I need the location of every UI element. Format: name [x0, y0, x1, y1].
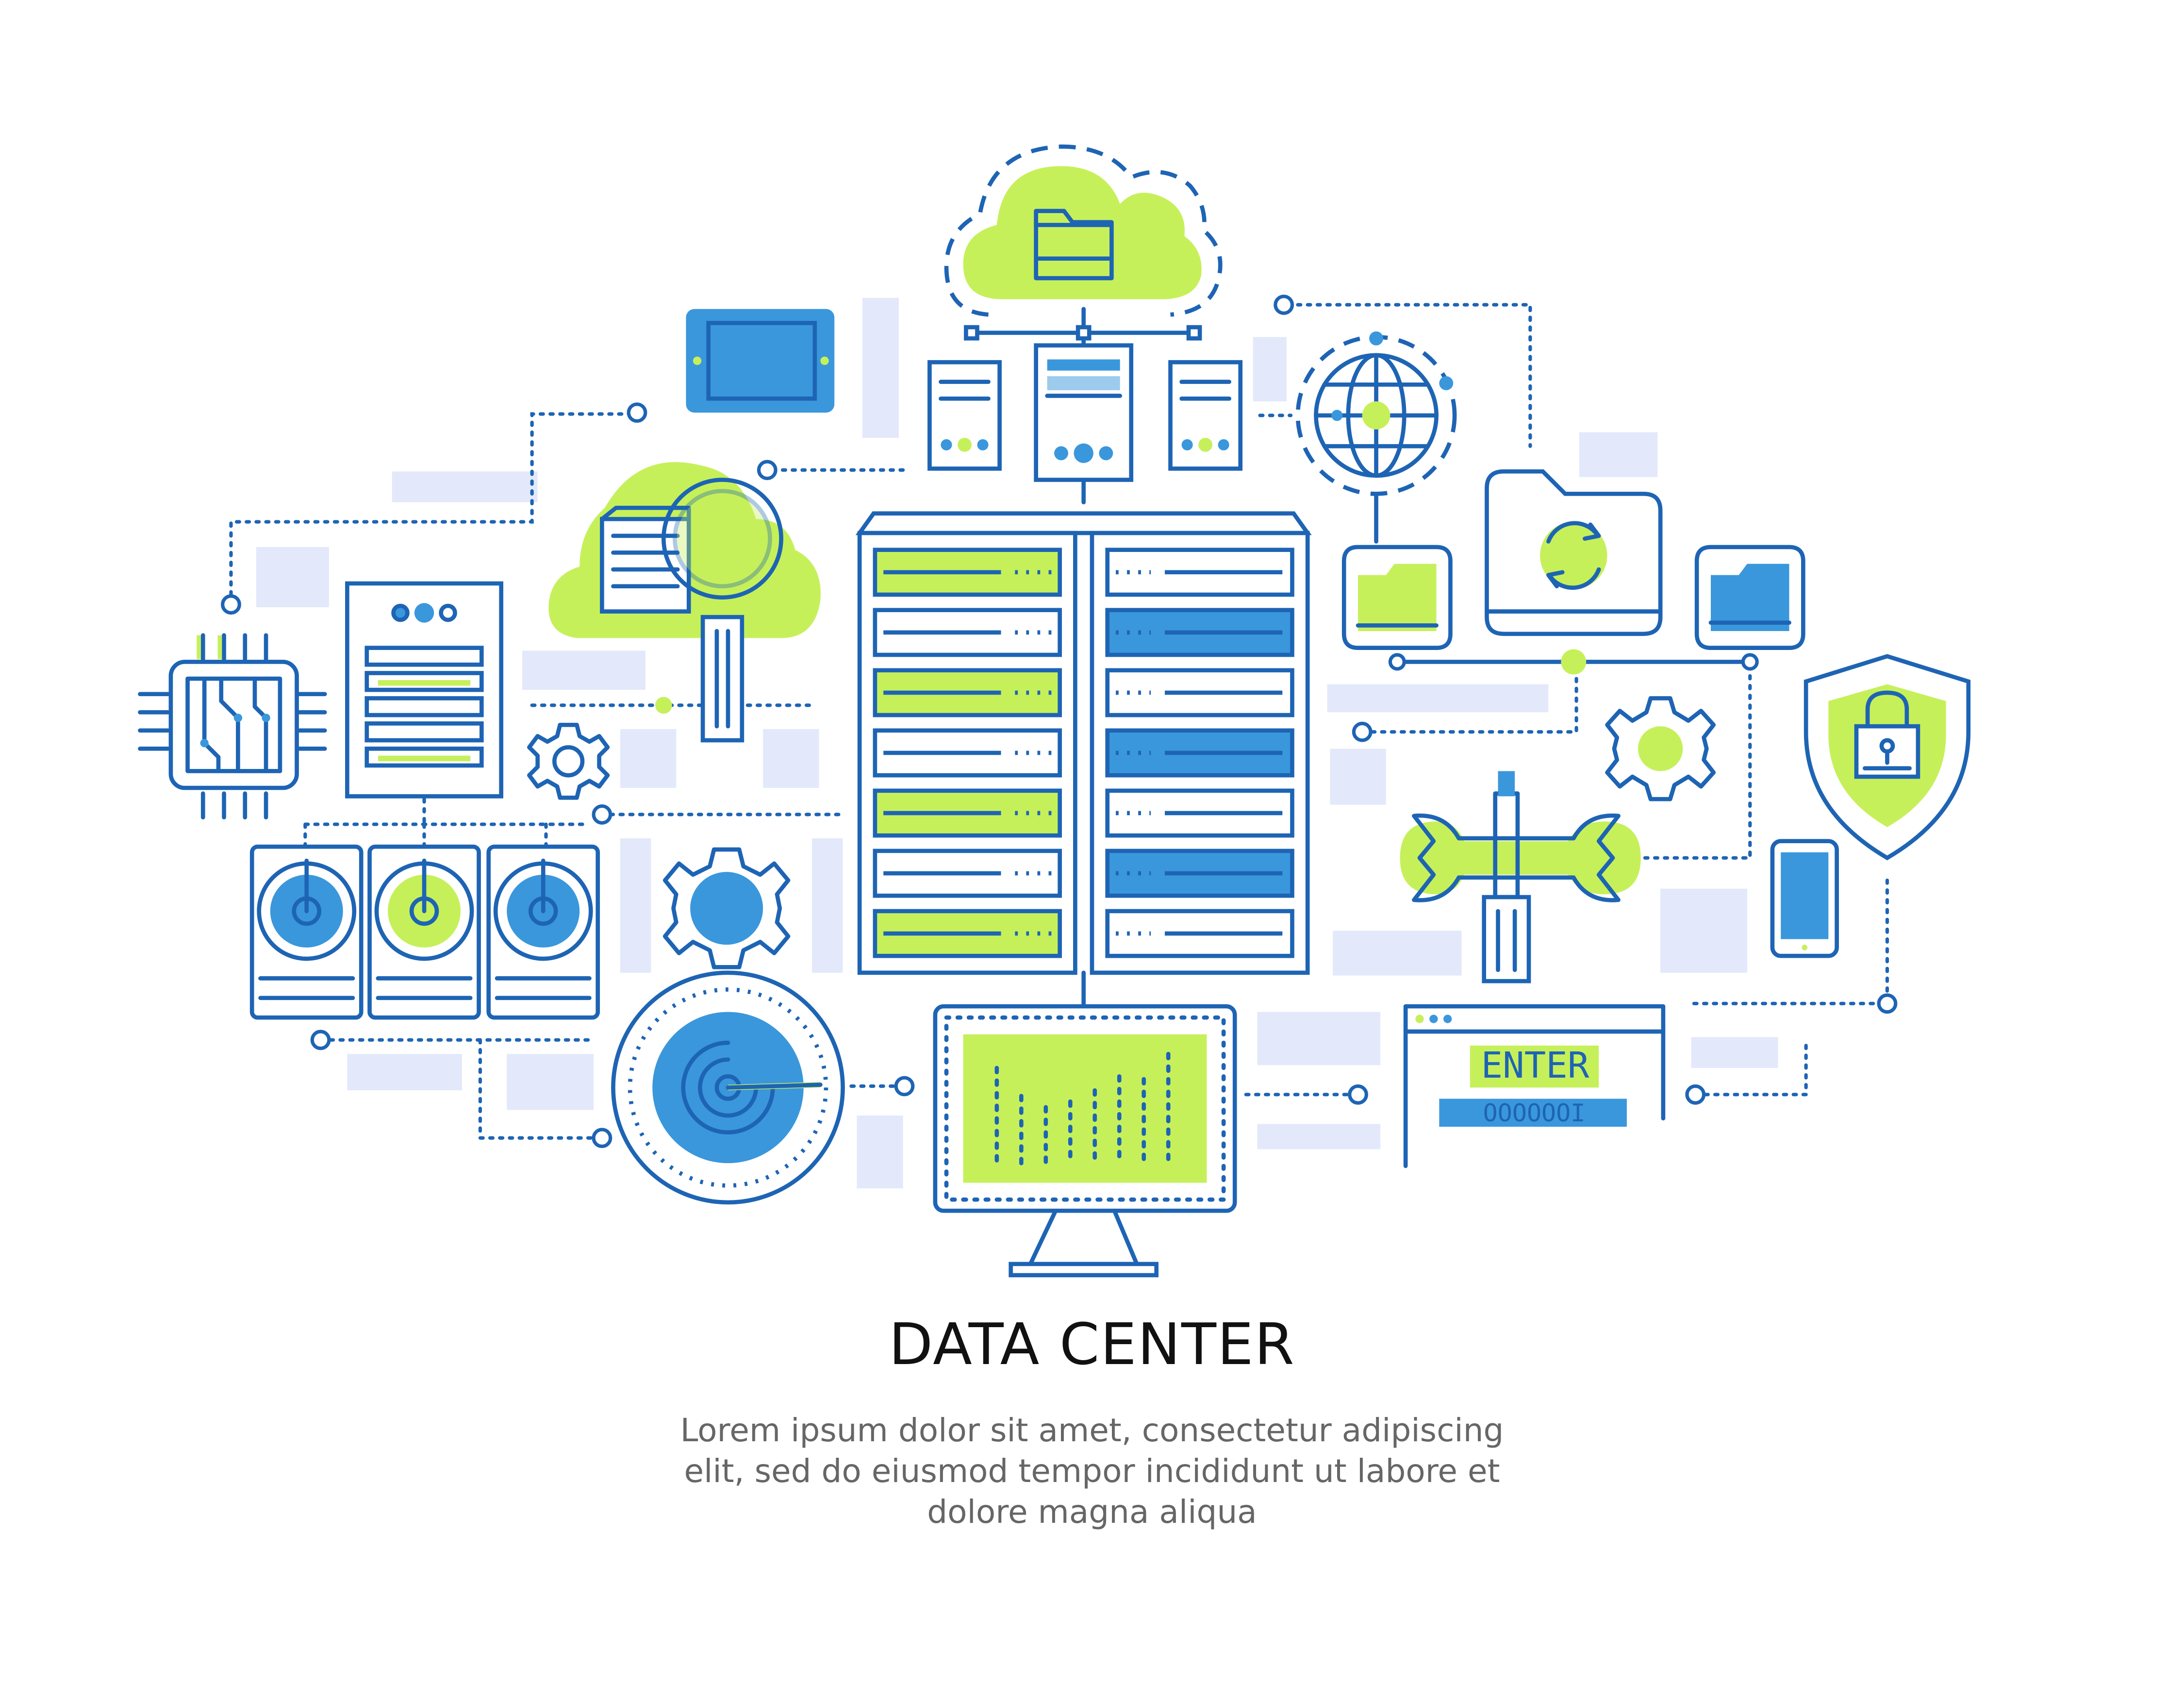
cloud-search-icon [548, 462, 821, 743]
wrench-screwdriver-icon [1400, 771, 1641, 983]
smartphone-icon [1770, 839, 1839, 958]
gear-icon [527, 722, 610, 800]
tablet-icon [686, 309, 835, 413]
rack-right-column [1105, 548, 1294, 958]
enter-label[interactable]: ENTER [1481, 1045, 1589, 1086]
storage-drive-icon [345, 581, 504, 799]
placeholder-blocks [256, 298, 1778, 1189]
folder-connector [1388, 649, 1759, 675]
radar-icon [611, 970, 845, 1205]
folder-icon [1341, 545, 1453, 650]
page-title: DATA CENTER [889, 1311, 1295, 1378]
gear-icon [1605, 696, 1716, 801]
monitor-chart-bars [994, 1051, 1171, 1166]
storage-drive-icon [249, 844, 600, 1020]
shield-lock-icon [1803, 654, 1971, 861]
cpu-chip-icon [138, 633, 327, 819]
gear-icon [662, 847, 791, 969]
rack-left-column [873, 548, 1062, 958]
folder-icon [1694, 545, 1805, 650]
globe-icon [1295, 331, 1457, 544]
connector-nodes [221, 294, 1898, 1149]
login-window-icon [1403, 1004, 1666, 1168]
description-text: Lorem ipsum dolor sit amet, consectetur … [680, 1412, 1504, 1531]
dotted-connectors [229, 303, 1889, 1140]
password-code-label: OOOOOOI [1483, 1099, 1586, 1127]
folder-sync-icon [1485, 469, 1663, 636]
monitor-chart-icon [933, 970, 1237, 1278]
server-tower-icon [927, 343, 1243, 504]
cloud-folder-icon [944, 144, 1223, 362]
